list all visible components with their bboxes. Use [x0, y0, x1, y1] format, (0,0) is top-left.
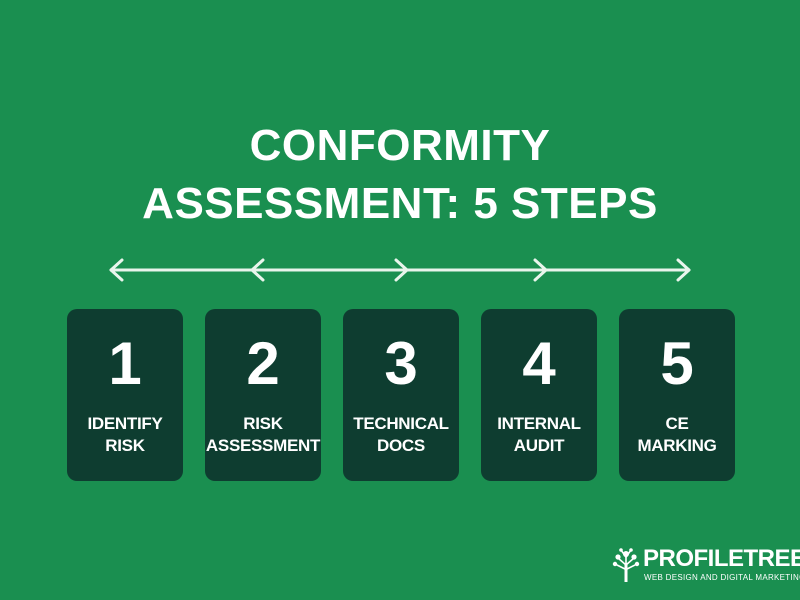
arrow-head-left-1	[109, 258, 124, 282]
profiletree-logo: PROFILETREE WEB DESIGN AND DIGITAL MARKE…	[611, 545, 800, 585]
step-label: RISK ASSESSMENT	[205, 413, 321, 457]
step-label-line-1: RISK	[243, 414, 283, 433]
step-label-line-1: CE	[665, 414, 689, 433]
logo-name: PROFILETREE	[643, 545, 800, 572]
steps-row: 1 IDENTIFY RISK 2 RISK ASSESSMENT 3 TECH…	[67, 309, 735, 481]
step-card-5: 5 CE MARKING	[619, 309, 735, 481]
step-label: INTERNAL AUDIT	[481, 413, 597, 457]
step-label-line-1: IDENTIFY	[87, 414, 163, 433]
step-number: 3	[384, 330, 418, 397]
arrow-head-right-3	[394, 258, 409, 282]
tree-icon	[612, 548, 640, 582]
title-line-2: ASSESSMENT: 5 STEPS	[142, 179, 658, 229]
step-number: 2	[246, 330, 280, 397]
step-number: 1	[108, 330, 142, 397]
step-number: 4	[522, 330, 556, 397]
page-title: CONFORMITY ASSESSMENT: 5 STEPS	[0, 117, 800, 233]
step-label: IDENTIFY RISK	[67, 413, 183, 457]
step-card-4: 4 INTERNAL AUDIT	[481, 309, 597, 481]
step-label-line-2: AUDIT	[513, 436, 565, 455]
arrow-head-right-4	[533, 258, 548, 282]
logo-tagline: WEB DESIGN AND DIGITAL MARKETING	[644, 573, 800, 582]
arrow-head-left-2	[250, 258, 265, 282]
step-card-1: 1 IDENTIFY RISK	[67, 309, 183, 481]
step-label: CE MARKING	[619, 413, 735, 457]
title-line-1: CONFORMITY	[249, 121, 551, 171]
step-card-3: 3 TECHNICAL DOCS	[343, 309, 459, 481]
step-label-line-2: MARKING	[637, 436, 717, 455]
flow-arrows	[109, 258, 691, 282]
step-card-2: 2 RISK ASSESSMENT	[205, 309, 321, 481]
step-label-line-2: ASSESSMENT	[205, 436, 321, 455]
step-label: TECHNICAL DOCS	[343, 413, 459, 457]
step-label-line-1: TECHNICAL	[353, 414, 449, 433]
step-label-line-2: RISK	[105, 436, 145, 455]
step-label-line-2: DOCS	[377, 436, 425, 455]
step-label-line-1: INTERNAL	[497, 414, 581, 433]
arrow-head-right-5	[676, 258, 691, 282]
step-number: 5	[660, 330, 694, 397]
